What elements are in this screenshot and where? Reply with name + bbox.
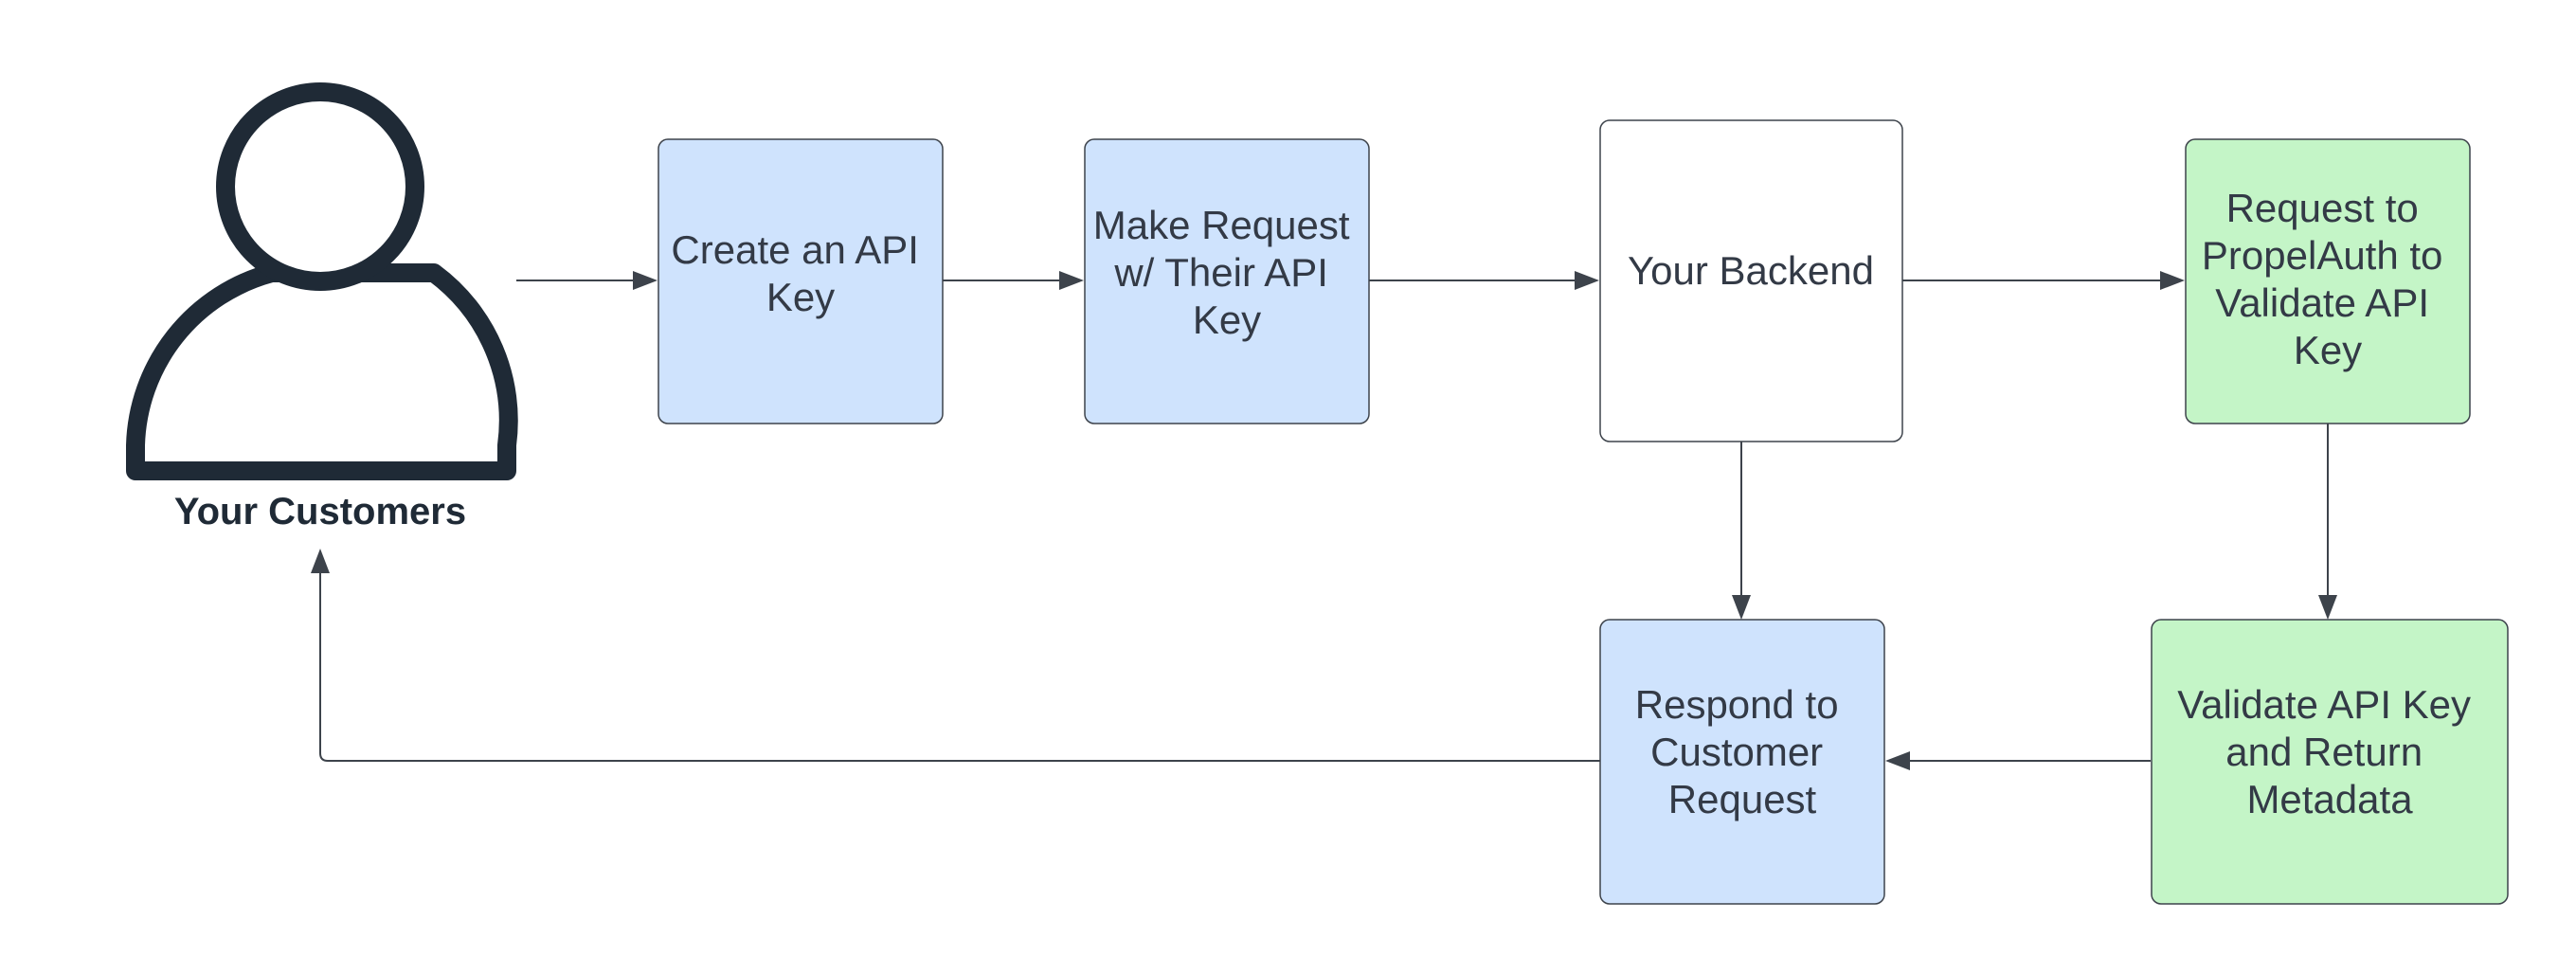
node-respond-to-customer: Respond to Customer Request: [1599, 619, 1885, 905]
node-text: Respond to Customer Request: [1635, 682, 1850, 821]
node-validate-api-key: Validate API Key and Return Metadata: [2151, 619, 2509, 905]
edge-respond-actor: [319, 573, 1600, 762]
node-text: Validate API Key and Return Metadata: [2177, 682, 2481, 821]
arrowhead: [1732, 595, 1751, 620]
node-box: [658, 138, 944, 424]
person-head: [216, 82, 424, 291]
person-body: [126, 263, 518, 480]
person-icon: [126, 82, 518, 480]
node-make-request: Make Request w/ Their API Key: [1084, 138, 1370, 424]
arrowhead: [2318, 595, 2337, 620]
node-box: [1599, 119, 1903, 442]
node-box: [2151, 619, 2509, 905]
arrowhead: [1575, 271, 1599, 290]
node-text: Your Backend: [1628, 248, 1874, 293]
node-text: Create an API Key: [671, 227, 929, 319]
arrowhead: [311, 549, 330, 573]
node-box: [1084, 138, 1370, 424]
actor-label: Your Customers: [174, 491, 466, 532]
arrowhead: [633, 271, 658, 290]
arrowhead: [2160, 271, 2185, 290]
node-create-api-key: Create an API Key: [658, 138, 944, 424]
node-your-backend: Your Backend: [1599, 119, 1903, 442]
node-text: Make Request w/ Their API Key: [1093, 203, 1360, 342]
arrowhead: [1059, 271, 1084, 290]
node-request-to-propelauth: Request to PropelAuth to Validate API Ke…: [2185, 138, 2471, 424]
node-box: [1599, 619, 1885, 905]
edges: [311, 271, 2337, 770]
node-text: Request to PropelAuth to Validate API Ke…: [2202, 186, 2454, 372]
node-box: [2185, 138, 2471, 424]
arrowhead: [1885, 751, 1910, 770]
